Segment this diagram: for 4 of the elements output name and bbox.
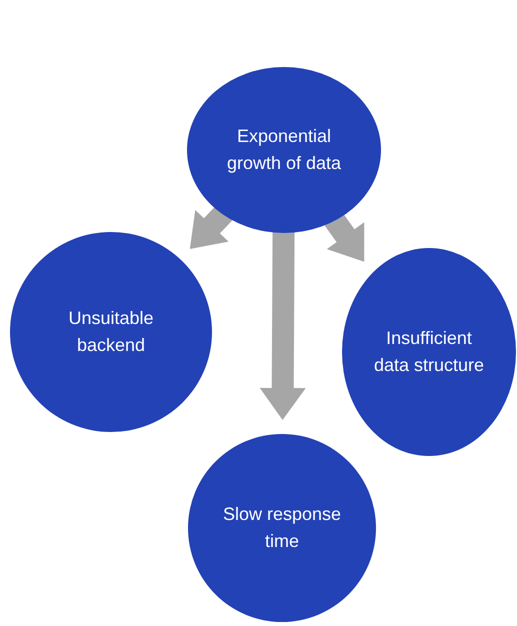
node-text: Unsuitable backend bbox=[67, 307, 155, 357]
node-text: Exponential growth of data bbox=[226, 125, 342, 175]
node-text: Slow response time bbox=[222, 503, 342, 553]
node-text: Insufficient data structure bbox=[372, 327, 486, 377]
